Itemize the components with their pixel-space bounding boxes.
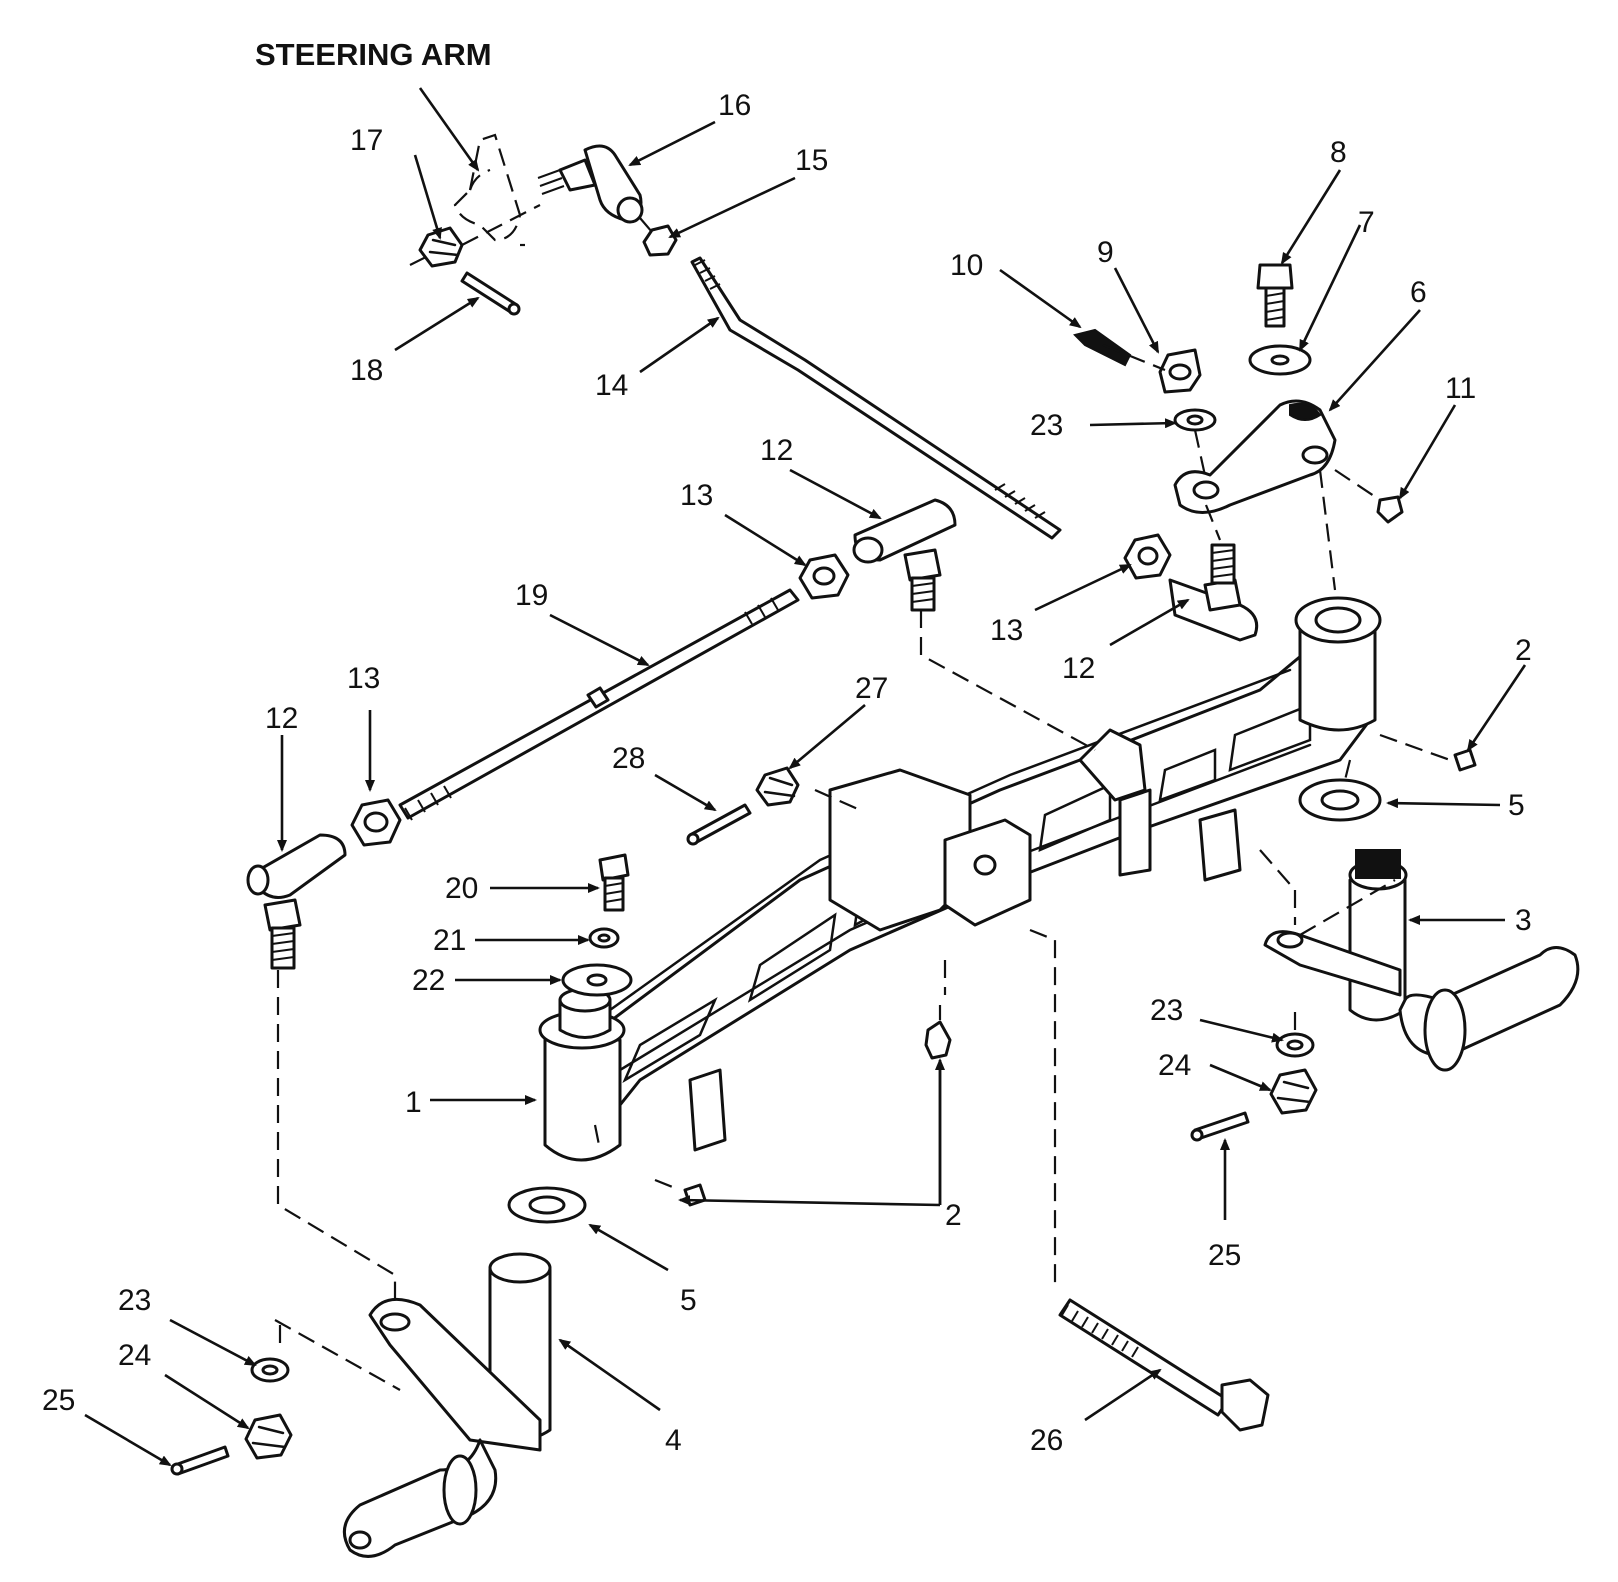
assembly-lines [274,204,1451,1391]
label-12-left: 12 [265,702,298,735]
label-14: 14 [595,369,628,402]
left-lower-hardware [170,1357,293,1476]
part-labels: STEERING ARM 17 18 16 15 14 10 9 8 7 6 1… [42,37,1532,1457]
washers [507,778,1382,1224]
label-19: 19 [515,579,548,612]
label-13-right: 13 [990,614,1023,647]
leader-lines [84,87,1527,1467]
tie-rod-end-center [852,498,957,612]
lever-bolt-and-washer [1248,263,1312,376]
label-26: 26 [1030,1424,1063,1457]
label-9: 9 [1097,236,1114,269]
label-12-right: 12 [1062,652,1095,685]
label-2-right: 2 [1515,634,1532,667]
jam-nuts [350,533,1172,847]
label-8: 8 [1330,136,1347,169]
label-3: 3 [1515,904,1532,937]
label-21: 21 [433,924,466,957]
label-5-left: 5 [680,1284,697,1317]
label-23-right: 23 [1150,994,1183,1027]
label-24-right: 24 [1158,1049,1191,1082]
axle-beam [538,596,1382,1162]
label-12-center: 12 [760,434,793,467]
label-24-left: 24 [118,1339,151,1372]
castle-nut-and-pin [418,226,521,316]
label-1: 1 [405,1086,422,1119]
label-2-bottom: 2 [945,1199,962,1232]
label-16: 16 [718,89,751,122]
tie-rod [398,588,800,821]
label-11: 11 [1445,372,1476,405]
ball-joint-upper [537,144,678,257]
lever-nut-bolt-small [1073,328,1404,524]
label-23-top: 23 [1030,409,1063,442]
pivot-bolt-stack [561,853,633,997]
label-25-left: 25 [42,1384,75,1417]
label-4: 4 [665,1424,682,1457]
label-13-left: 13 [347,662,380,695]
label-7: 7 [1358,206,1375,239]
label-13-center: 13 [680,479,713,512]
tie-rod-end-right [1168,543,1259,642]
label-17: 17 [350,124,383,157]
label-20: 20 [445,872,478,905]
label-10: 10 [950,249,983,282]
label-22: 22 [412,964,445,997]
pivot-bolt [1058,1298,1270,1432]
label-23-left: 23 [118,1284,151,1317]
tie-rod-end-left [246,833,347,970]
label-15: 15 [795,144,828,177]
label-28: 28 [612,742,645,775]
drag-link [690,256,1062,540]
label-5-right: 5 [1508,789,1525,822]
left-spindle [342,1252,552,1558]
steering-arm-title: STEERING ARM [255,37,492,72]
label-25-right: 25 [1208,1239,1241,1272]
steering-lever [1173,399,1337,514]
right-lower-hardware [1190,1032,1318,1142]
label-27: 27 [855,672,888,705]
right-spindle [1263,849,1580,1072]
label-6: 6 [1410,276,1427,309]
label-18: 18 [350,354,383,387]
center-castle-nut-pin [686,766,800,846]
